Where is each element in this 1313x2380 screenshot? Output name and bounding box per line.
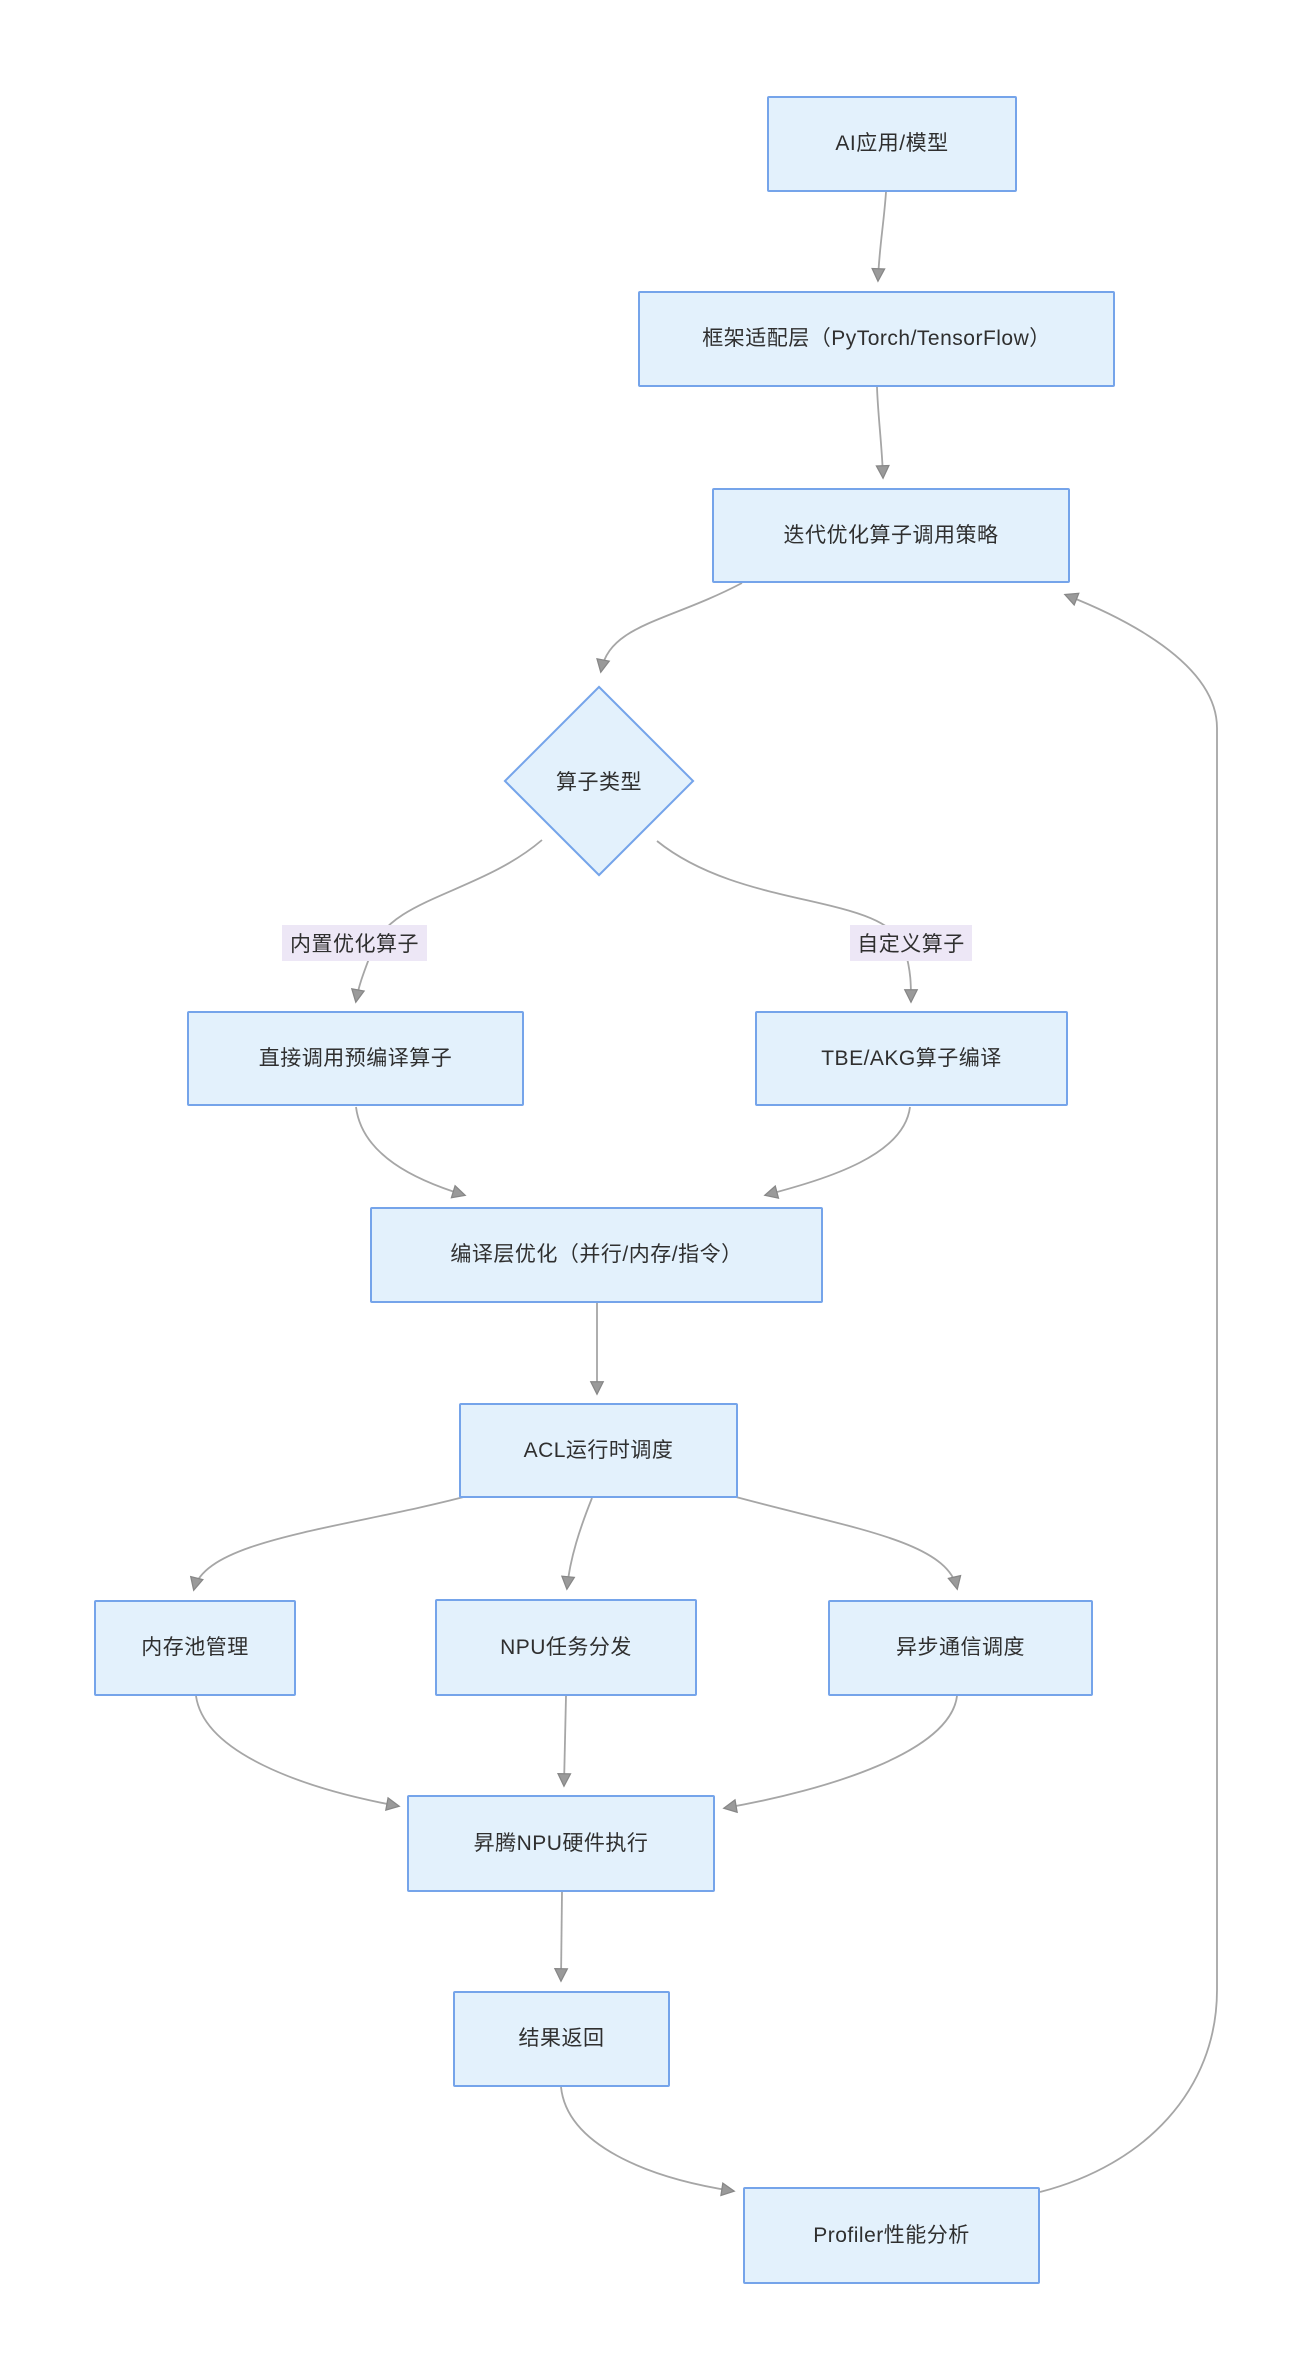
node-ascend-npu-exec: 昇腾NPU硬件执行 <box>407 1795 715 1892</box>
node-precompiled-operator: 直接调用预编译算子 <box>187 1011 524 1106</box>
node-memory-pool: 内存池管理 <box>94 1600 296 1696</box>
edge-aiapp-framework <box>871 191 887 283</box>
edge-precompiled-compileopt <box>355 1106 467 1199</box>
edge-tbe-compileopt <box>763 1106 911 1199</box>
edge-framework-strategy <box>875 386 890 480</box>
node-ai-app: AI应用/模型 <box>767 96 1017 192</box>
edge-profiler-strategy-loop <box>1039 592 1218 2193</box>
node-profiler-analysis: Profiler性能分析 <box>743 2187 1040 2284</box>
edge-acl-mempool <box>189 1493 476 1592</box>
node-npu-task-dispatch: NPU任务分发 <box>435 1599 697 1696</box>
edge-npudispatch-npuexec <box>557 1695 572 1788</box>
node-iterative-strategy: 迭代优化算子调用策略 <box>712 488 1070 583</box>
node-compile-layer-opt: 编译层优化（并行/内存/指令） <box>370 1207 823 1303</box>
node-tbe-akg-compile: TBE/AKG算子编译 <box>755 1011 1068 1106</box>
edge-acl-asynccomm <box>724 1493 962 1591</box>
node-operator-type: 算子类型 <box>503 684 695 877</box>
edge-mempool-npuexec <box>195 1695 401 1811</box>
node-result-return: 结果返回 <box>453 1991 670 2087</box>
edge-label-builtin-operator: 内置优化算子 <box>282 925 427 961</box>
edge-optype-tbe <box>656 840 919 1004</box>
edge-npuexec-result <box>553 1891 569 1983</box>
diamond-label: 算子类型 <box>556 770 642 794</box>
node-async-comm: 异步通信调度 <box>828 1600 1093 1696</box>
node-acl-runtime: ACL运行时调度 <box>459 1403 738 1498</box>
edge-acl-npudispatch <box>560 1497 593 1591</box>
edge-strategy-optype <box>596 582 743 674</box>
edge-label-custom-operator: 自定义算子 <box>850 925 972 961</box>
edge-result-profiler <box>560 2086 736 2197</box>
edge-asynccomm-npuexec <box>722 1695 958 1814</box>
node-framework-adapter: 框架适配层（PyTorch/TensorFlow） <box>638 291 1115 387</box>
